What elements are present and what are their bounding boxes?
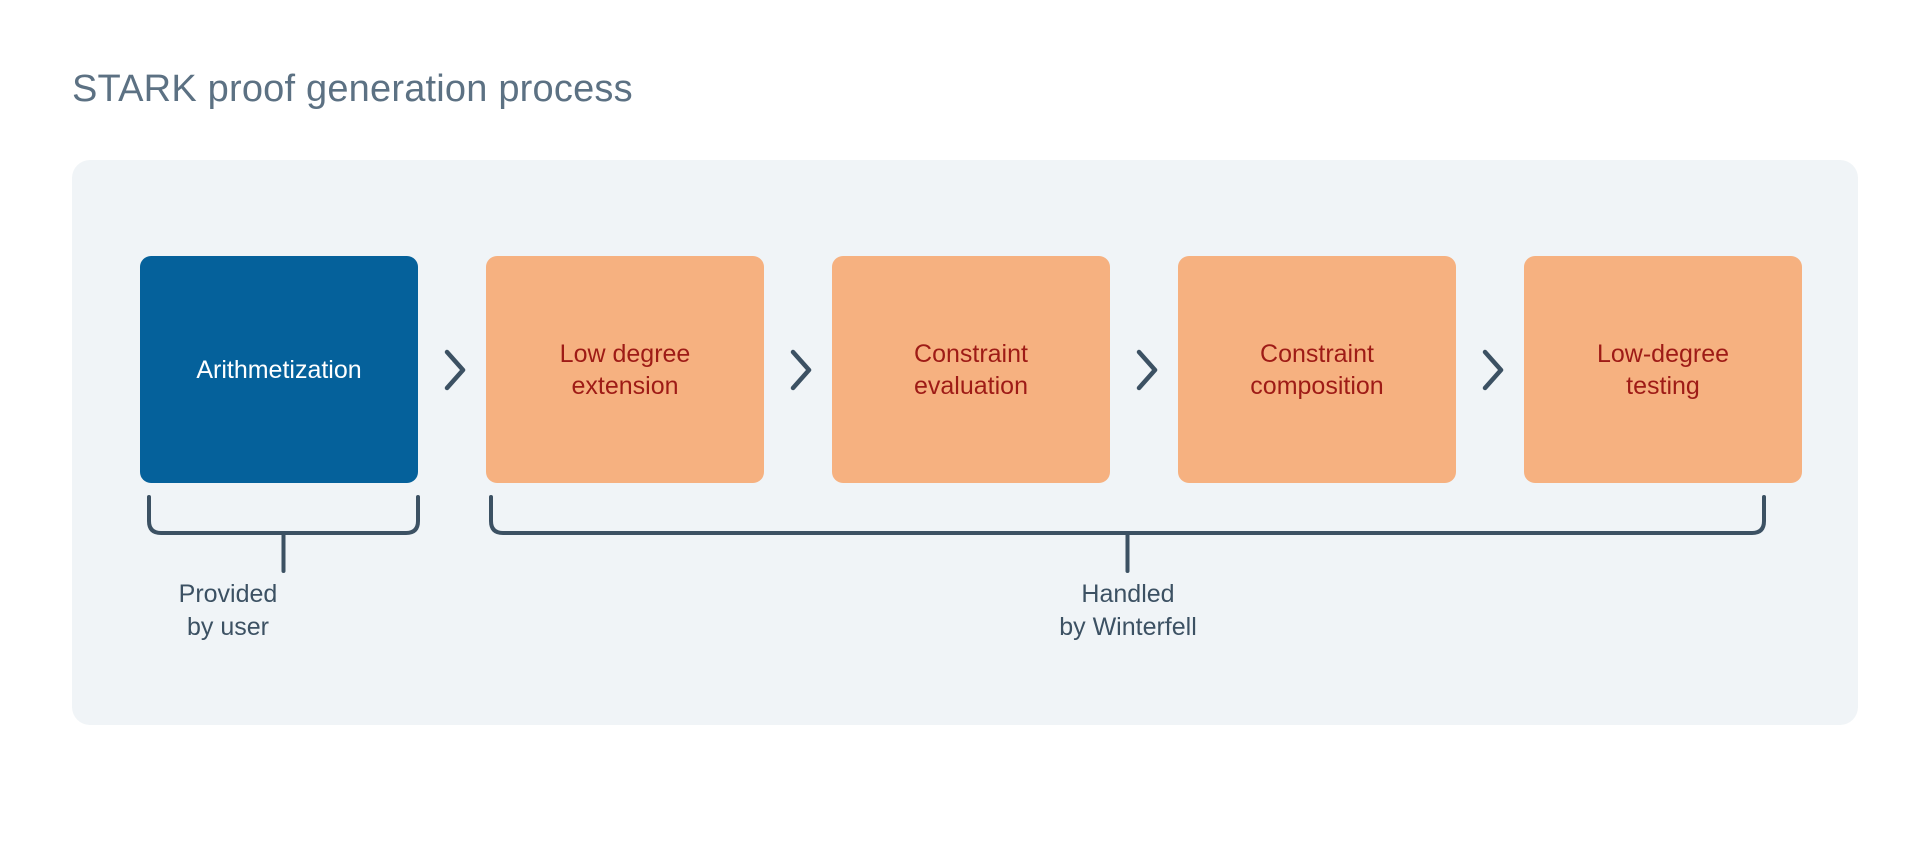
page-title: STARK proof generation process xyxy=(72,68,633,110)
stage-label-line: composition xyxy=(1250,371,1384,400)
group-caption-line: by user xyxy=(187,613,269,641)
group-caption-line: Provided xyxy=(178,580,278,608)
group-caption-winterfell: Handled by Winterfell xyxy=(1028,578,1228,644)
group-caption-line: Handled xyxy=(1081,580,1175,608)
chevron-right-icon-4 xyxy=(1480,348,1506,392)
stage-label-line: Constraint xyxy=(1260,339,1374,368)
group-caption-line: by Winterfell xyxy=(1059,613,1197,641)
chevron-right-icon-3 xyxy=(1134,348,1160,392)
chevron-right-icon-2 xyxy=(788,348,814,392)
stage-label-low-degree-extension: Low degree extension xyxy=(546,338,705,402)
stage-label-line: Arithmetization xyxy=(196,355,362,384)
chevron-right-icon-1 xyxy=(442,348,468,392)
group-caption-user: Provided by user xyxy=(128,578,328,644)
stage-label-low-degree-testing: Low-degree testing xyxy=(1583,338,1743,402)
stage-box-constraint-composition[interactable]: Constraint composition xyxy=(1178,256,1456,483)
stage-label-arithmetization: Arithmetization xyxy=(182,354,375,386)
stage-label-constraint-composition: Constraint composition xyxy=(1236,338,1397,402)
stage-box-low-degree-extension[interactable]: Low degree extension xyxy=(486,256,764,483)
stage-label-line: evaluation xyxy=(914,371,1028,400)
stage-label-line: Low-degree xyxy=(1596,339,1730,368)
stage-label-line: testing xyxy=(1626,371,1700,400)
stage-label-line: Constraint xyxy=(914,339,1028,368)
stage-label-constraint-evaluation: Constraint evaluation xyxy=(900,338,1042,402)
stage-box-constraint-evaluation[interactable]: Constraint evaluation xyxy=(832,256,1110,483)
stage-label-line: extension xyxy=(571,371,679,400)
stage-box-arithmetization[interactable]: Arithmetization xyxy=(140,256,418,483)
stage-label-line: Low degree xyxy=(559,339,691,368)
stage-box-low-degree-testing[interactable]: Low-degree testing xyxy=(1524,256,1802,483)
process-flow: Arithmetization Low degree extension Con… xyxy=(140,256,1802,483)
